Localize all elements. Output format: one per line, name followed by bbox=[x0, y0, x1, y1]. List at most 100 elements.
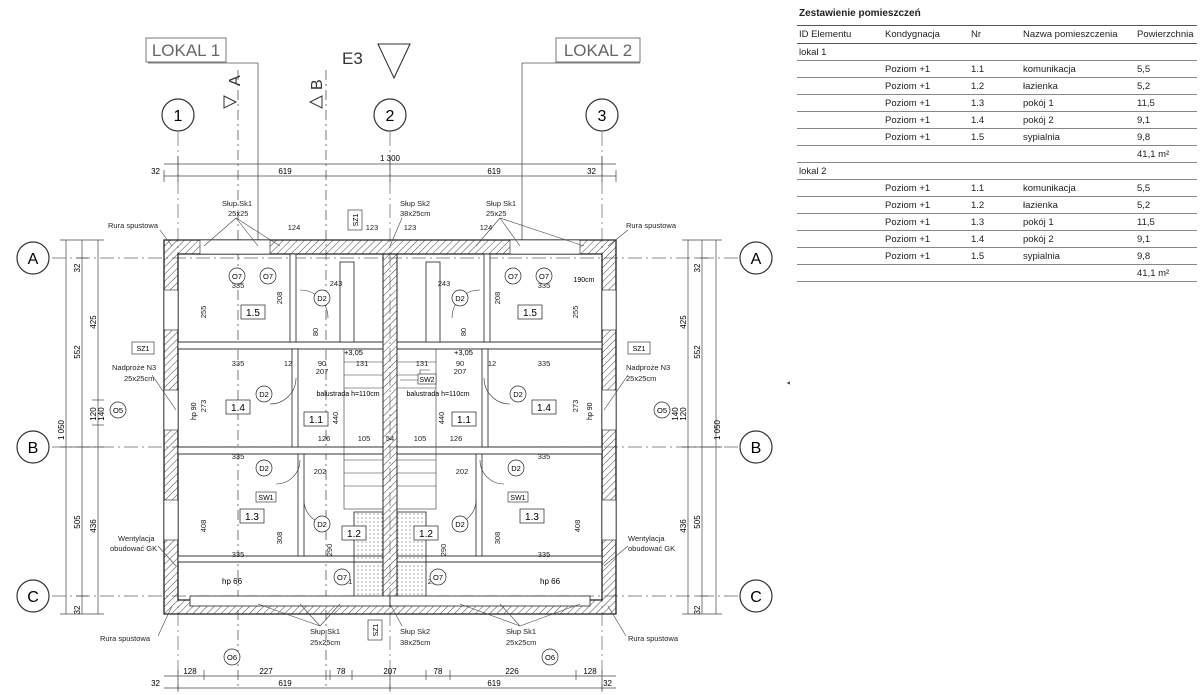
dim-top-left: 619 bbox=[278, 167, 292, 176]
room-label-1-2-right: 1.2 bbox=[419, 529, 433, 540]
table-cell: 9,1 bbox=[1135, 111, 1197, 129]
dim-bottom-a: 128 bbox=[183, 667, 197, 676]
dim-left-c: 120 bbox=[89, 407, 98, 421]
table-cell-empty bbox=[883, 264, 969, 282]
table-cell: 1.4 bbox=[969, 111, 1021, 129]
room-dim: 243 bbox=[330, 279, 343, 288]
door-tag-d2: D2 bbox=[455, 294, 465, 303]
svg-text:A: A bbox=[28, 251, 39, 268]
room-dim: 335 bbox=[232, 452, 245, 461]
tag-box bbox=[507, 491, 529, 503]
dim-left-edge-top: 32 bbox=[73, 263, 82, 272]
table-cell: łazienka bbox=[1021, 77, 1135, 95]
room-label-1-5-left: 1.5 bbox=[246, 308, 260, 319]
note-slup-sk1-br: Słup Sk1 bbox=[506, 627, 536, 636]
note-slup-sk1-tr: Słup Sk1 bbox=[486, 199, 516, 208]
level-mark: +3,05 bbox=[454, 348, 473, 357]
table-cell-empty bbox=[1021, 145, 1135, 163]
table-group-row: lokal 2 bbox=[797, 162, 1197, 180]
axis-bubble-row-c-left: C bbox=[16, 579, 50, 613]
table-cell: 9,1 bbox=[1135, 230, 1197, 248]
dimension-left bbox=[60, 239, 104, 615]
tag-box bbox=[131, 341, 155, 355]
dimension-bottom bbox=[164, 670, 616, 692]
note-rura-tr: Rura spustowa bbox=[626, 221, 677, 230]
room-box bbox=[531, 399, 557, 415]
window-tag-o7: O7 bbox=[508, 272, 518, 281]
note-obudowac-right: obudować GK bbox=[628, 544, 675, 553]
table-cell: Poziom +1 bbox=[883, 196, 969, 214]
door-tag-d2: D2 bbox=[259, 464, 269, 473]
room-label-1-2-left: 1.2 bbox=[347, 529, 361, 540]
note-slup-sk1-size-tl: 25x25 bbox=[228, 209, 248, 218]
axis-bubble-row-a-right: A bbox=[739, 241, 773, 275]
hp66-note-right: hp 66 bbox=[540, 577, 561, 586]
table-cell: 1.1 bbox=[969, 179, 1021, 197]
svg-text:B: B bbox=[751, 440, 762, 457]
svg-text:B: B bbox=[309, 79, 326, 90]
dim-right-edge-bottom: 32 bbox=[693, 605, 702, 614]
header-id: ID Elementu bbox=[797, 25, 883, 44]
dim-bottom-left: 619 bbox=[278, 679, 292, 688]
door-tag-d2: D2 bbox=[317, 294, 327, 303]
room-dim: 408 bbox=[573, 520, 582, 533]
dim-top-right: 619 bbox=[487, 167, 501, 176]
table-cell: Poziom +1 bbox=[883, 230, 969, 248]
table-cell: 11,5 bbox=[1135, 213, 1197, 231]
dim-top-edge-right: 32 bbox=[587, 167, 596, 176]
room-box bbox=[451, 411, 477, 427]
window-tag-o7: O7 bbox=[263, 272, 273, 281]
table-cell bbox=[797, 60, 883, 78]
tag-circle bbox=[451, 515, 469, 533]
note-slup-sk1-bl: Słup Sk1 bbox=[310, 627, 340, 636]
room-label-1-1-right: 1.1 bbox=[457, 415, 471, 426]
balustrade-note-right: balustrada h=110cm bbox=[406, 391, 469, 398]
table-cell: pokój 2 bbox=[1021, 230, 1135, 248]
dim-bottom-edge-right: 32 bbox=[603, 679, 612, 688]
elevation-marker-e3: E3 bbox=[342, 43, 411, 80]
room-dim: 290 bbox=[325, 544, 334, 557]
table-cell: Poziom +1 bbox=[883, 60, 969, 78]
tag-circle bbox=[504, 267, 522, 285]
section-marker-a: A bbox=[223, 75, 244, 109]
tag-box bbox=[627, 341, 651, 355]
table-cell: 5,2 bbox=[1135, 196, 1197, 214]
room-dim: 335 bbox=[538, 452, 551, 461]
svg-text:E3: E3 bbox=[342, 49, 363, 68]
room-label-1-4-right: 1.4 bbox=[537, 403, 551, 414]
room-dim: 124 bbox=[480, 223, 493, 232]
room-box bbox=[519, 508, 545, 524]
sw1-tag: SW1 bbox=[258, 495, 273, 502]
table-cell-empty bbox=[797, 145, 883, 163]
dim-top-total: 1 300 bbox=[380, 154, 401, 163]
smoke-vent-tag-sz1: SZ1 bbox=[633, 346, 646, 353]
room-dim: 273 bbox=[571, 400, 580, 413]
note-slup-sk1-size-tr: 25x25 bbox=[486, 209, 506, 218]
note-wentylacja-left: Wentylacja bbox=[118, 534, 155, 543]
table-cell: 1.5 bbox=[969, 128, 1021, 146]
tag-circle bbox=[429, 568, 447, 586]
note-rura-br: Rura spustowa bbox=[628, 634, 679, 643]
room-dim: 80 bbox=[459, 328, 468, 336]
room-dim: 202 bbox=[314, 467, 327, 476]
table-cell: Poziom +1 bbox=[883, 179, 969, 197]
header-nr: Nr bbox=[969, 25, 1021, 44]
dim-left-lower: 505 bbox=[73, 515, 82, 529]
room-dim: 80 bbox=[311, 328, 320, 336]
dim-right-upper: 552 bbox=[693, 345, 702, 359]
table-cell: 1.5 bbox=[969, 247, 1021, 265]
room-dim: 335 bbox=[538, 281, 551, 290]
table-cell: Poziom +1 bbox=[883, 94, 969, 112]
room-box bbox=[517, 304, 543, 320]
tag-circle bbox=[228, 267, 246, 285]
note-slup-sk2-size-top: 38x25cm bbox=[400, 209, 430, 218]
windows bbox=[163, 239, 617, 541]
room-dim: 90 bbox=[456, 359, 464, 368]
header-nazwa: Nazwa pomieszczenia bbox=[1021, 25, 1135, 44]
